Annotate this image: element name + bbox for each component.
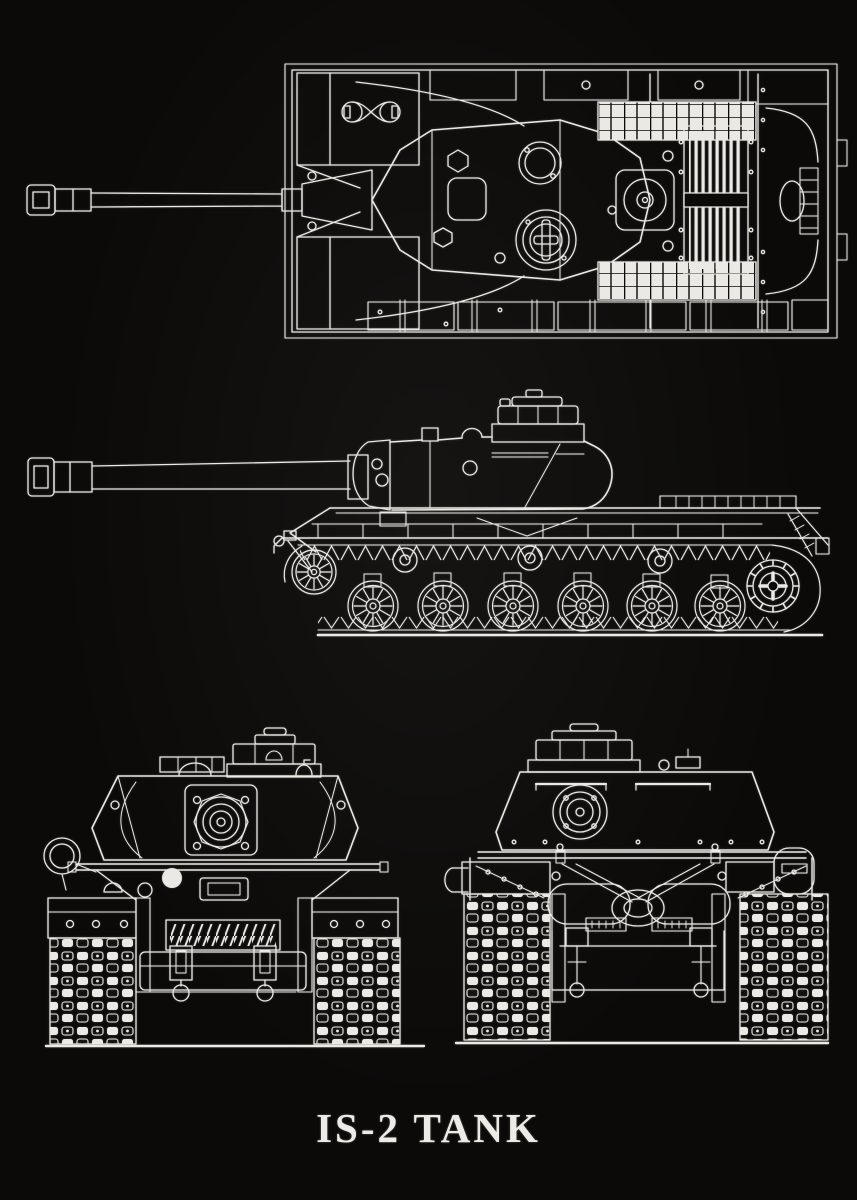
periscope-hatch <box>448 150 468 172</box>
top-view-turret <box>372 120 650 280</box>
tow-cable-shackle <box>342 102 400 122</box>
fender-tip <box>445 868 468 892</box>
front-view-drawing <box>44 728 424 1046</box>
shock-absorbers <box>566 928 712 997</box>
top-view-engine-deck <box>598 74 818 328</box>
top-view-hull <box>285 64 847 338</box>
front-view-hull <box>44 838 398 1001</box>
gun-mantlet <box>353 440 390 510</box>
road-wheel <box>417 580 469 632</box>
top-view-drawing <box>27 64 847 338</box>
idler-wheel <box>291 549 337 595</box>
engine-fan-cover <box>616 151 674 251</box>
side-view-running-gear <box>284 545 820 632</box>
mushroom-vent <box>296 760 312 775</box>
rear-stowage-light <box>774 848 814 894</box>
road-wheel <box>626 580 678 632</box>
road-wheel <box>347 580 399 632</box>
road-wheel <box>557 580 609 632</box>
poster-title: IS-2 TANK <box>316 1105 541 1151</box>
commander-cupola <box>492 390 584 442</box>
front-view-turret <box>92 776 358 860</box>
commander-hatch <box>516 210 576 270</box>
signal-horn <box>104 883 122 892</box>
return-rollers <box>393 546 672 573</box>
top-view-gun-barrel <box>27 170 372 230</box>
gun-muzzle-front <box>196 797 246 847</box>
rear-view-tracks <box>464 894 828 1040</box>
radiator-grille <box>679 126 753 274</box>
tow-hooks <box>170 946 276 1001</box>
rear-view-drawing <box>445 724 828 1043</box>
side-view-hull <box>274 496 829 572</box>
rear-view-turret <box>478 772 806 858</box>
side-view-turret <box>353 390 612 510</box>
side-view-drawing <box>28 390 829 635</box>
road-wheel <box>694 580 746 632</box>
road-wheel <box>487 580 539 632</box>
headlight <box>44 838 96 890</box>
rear-deck <box>758 74 818 328</box>
front-view-tracks <box>50 938 400 1044</box>
rear-view-cupola <box>528 724 700 772</box>
drive-sprocket <box>747 560 799 612</box>
roof-dome <box>179 763 211 775</box>
side-view-gun-barrel <box>28 455 368 499</box>
front-view-cupola <box>160 728 321 777</box>
loader-hatch <box>519 142 561 184</box>
rear-turret-hatch <box>553 785 607 839</box>
rear-view-hull <box>445 844 814 1002</box>
